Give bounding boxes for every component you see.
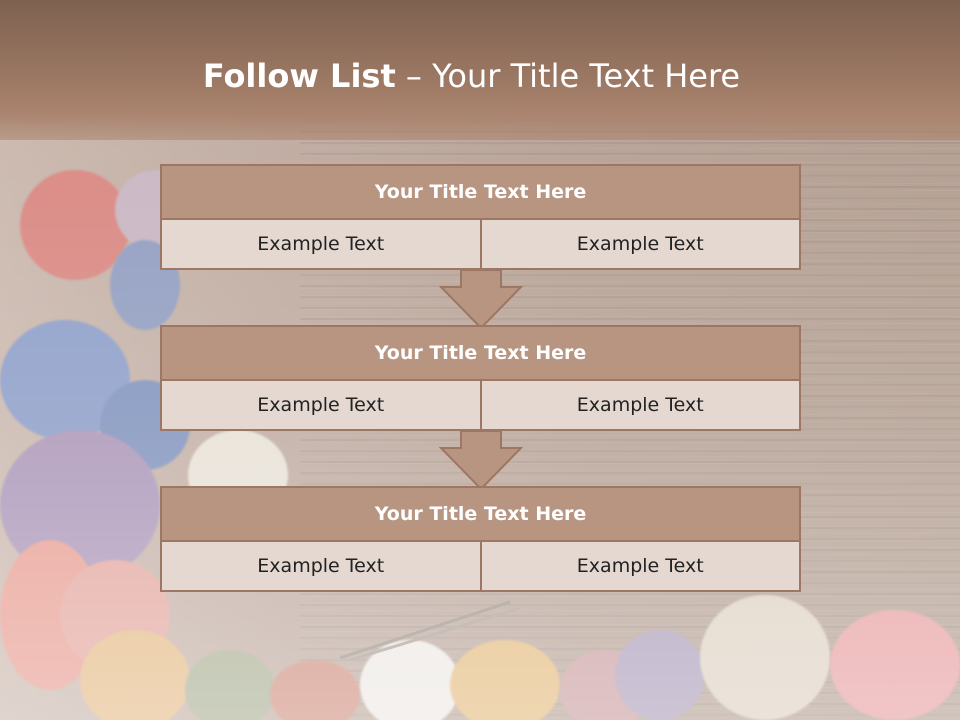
yarn-ball-violet bbox=[615, 630, 705, 720]
yarn-ball-pink bbox=[830, 610, 960, 720]
yarn-ball-red bbox=[20, 170, 130, 280]
flow-step-2: Your Title Text Here Example Text Exampl… bbox=[160, 325, 801, 431]
down-arrow-icon bbox=[439, 270, 523, 330]
step-right-cell: Example Text bbox=[479, 381, 799, 429]
step-left-cell: Example Text bbox=[162, 220, 480, 268]
step-right-cell: Example Text bbox=[479, 542, 799, 590]
down-arrow-icon bbox=[439, 431, 523, 491]
header-band bbox=[0, 0, 960, 140]
yarn-ball-green bbox=[185, 650, 275, 720]
flow-step-1: Your Title Text Here Example Text Exampl… bbox=[160, 164, 801, 270]
step-row: Example Text Example Text bbox=[160, 381, 801, 431]
title-rest-part: – Your Title Text Here bbox=[395, 57, 741, 95]
slide-title: Follow List – Your Title Text Here bbox=[0, 56, 943, 96]
yarn-ball-orange bbox=[80, 630, 190, 720]
step-row: Example Text Example Text bbox=[160, 542, 801, 592]
step-title: Your Title Text Here bbox=[160, 164, 801, 220]
yarn-ball-gold bbox=[450, 640, 560, 720]
step-row: Example Text Example Text bbox=[160, 220, 801, 270]
step-title: Your Title Text Here bbox=[160, 486, 801, 542]
yarn-ball-beige bbox=[700, 595, 830, 720]
step-title: Your Title Text Here bbox=[160, 325, 801, 381]
step-right-cell: Example Text bbox=[479, 220, 799, 268]
knitting-needles bbox=[340, 600, 520, 660]
yarn-ball-striped bbox=[270, 660, 360, 720]
title-bold-part: Follow List bbox=[202, 57, 396, 95]
step-left-cell: Example Text bbox=[162, 542, 480, 590]
step-left-cell: Example Text bbox=[162, 381, 480, 429]
flow-step-3: Your Title Text Here Example Text Exampl… bbox=[160, 486, 801, 592]
